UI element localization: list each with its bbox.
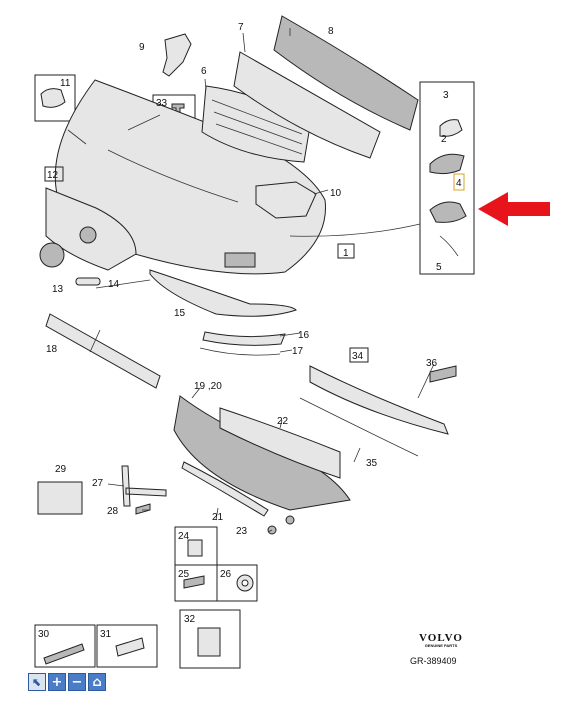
part-18-lower-trim[interactable] [45, 313, 161, 389]
part-27-bracket[interactable] [121, 465, 167, 507]
part-6-grille-mesh[interactable] [201, 85, 311, 163]
home-icon: ⌂ [92, 674, 102, 690]
callout-1: 1 [343, 248, 349, 259]
part-7-absorber[interactable] [233, 51, 381, 159]
brand-name: VOLVO [419, 632, 463, 644]
callout-4: 4 [456, 178, 462, 189]
part-31-nut[interactable] [96, 624, 158, 668]
callout-14: 14 [108, 279, 120, 290]
callout-27: 27 [92, 478, 104, 489]
callout-34: 34 [352, 351, 364, 362]
callout-28: 28 [107, 506, 119, 517]
part-11-washer-cover[interactable] [34, 74, 76, 122]
diagram-reference: GR-389409 [410, 656, 457, 666]
callout-10: 10 [330, 188, 342, 199]
home-button[interactable]: ⌂ [88, 673, 106, 691]
volvo-logo: VOLVO GENUINE PARTS [408, 632, 474, 648]
zoom-out-button[interactable]: − [68, 673, 86, 691]
callout-12: 12 [47, 170, 59, 181]
callout-23: 23 [236, 526, 248, 537]
highlight-arrow-icon [478, 192, 550, 226]
callout-9: 9 [139, 42, 145, 53]
callout-30: 30 [38, 629, 50, 640]
part-2-5-washer-group[interactable] [419, 81, 475, 275]
cursor-icon: ⬉ [32, 675, 42, 689]
callout-7: 7 [238, 22, 244, 33]
callout-29: 29 [55, 464, 67, 475]
part-21-strip[interactable] [181, 461, 269, 517]
callout-18: 18 [46, 344, 58, 355]
part-35-strip[interactable] [299, 397, 419, 457]
callout-3: 3 [443, 90, 449, 101]
callout-16: 16 [298, 330, 310, 341]
callout-24: 24 [178, 531, 190, 542]
part-8-reinforcement[interactable] [273, 15, 419, 131]
viewer-toolbar: ⬉ + − ⌂ [28, 673, 106, 691]
part-14-trim[interactable] [75, 277, 101, 286]
minus-icon: − [71, 674, 83, 690]
callout-8: 8 [328, 26, 334, 37]
callout-36: 36 [426, 358, 438, 369]
part-32-clip[interactable] [179, 609, 241, 669]
part-26-washer[interactable] [216, 564, 258, 602]
callout-32: 32 [184, 614, 196, 625]
callout-25: 25 [178, 569, 190, 580]
part-10-bracket[interactable] [255, 181, 317, 219]
part-16-trim[interactable] [202, 331, 286, 346]
part-29-plate[interactable] [37, 481, 83, 515]
brand-subtitle: GENUINE PARTS [424, 643, 458, 648]
callout-13: 13 [52, 284, 64, 295]
callout-35: 35 [366, 458, 378, 469]
callout-21: 21 [212, 512, 224, 523]
callout-2: 2 [441, 134, 447, 145]
pointer-tool-button[interactable]: ⬉ [28, 673, 46, 691]
callout-17: 17 [292, 346, 304, 357]
part-24-clip[interactable] [174, 526, 218, 566]
part-28-screw[interactable] [135, 503, 151, 515]
callout-31: 31 [100, 629, 112, 640]
callout-33: 33 [156, 98, 168, 109]
part-13-emblem[interactable] [39, 242, 65, 268]
part-17-trim[interactable] [199, 347, 281, 356]
part-15-spoiler[interactable] [149, 269, 297, 317]
part-36-screw[interactable] [429, 365, 457, 383]
part-30-screw[interactable] [34, 624, 96, 668]
callout-5: 5 [436, 262, 442, 273]
callout-6: 6 [201, 66, 207, 77]
callout-26: 26 [220, 569, 232, 580]
part-9-bracket[interactable] [162, 33, 192, 77]
zoom-in-button[interactable]: + [48, 673, 66, 691]
callout-11: 11 [60, 78, 71, 89]
callout-15: 15 [174, 308, 186, 319]
callout-22: 22 [277, 416, 289, 427]
callout-19-20: 19 ,20 [194, 381, 222, 392]
part-22-cover[interactable] [219, 407, 341, 479]
plus-icon: + [51, 674, 63, 690]
part-34-spoiler[interactable] [309, 347, 449, 435]
part-23-fastener[interactable] [267, 515, 295, 535]
